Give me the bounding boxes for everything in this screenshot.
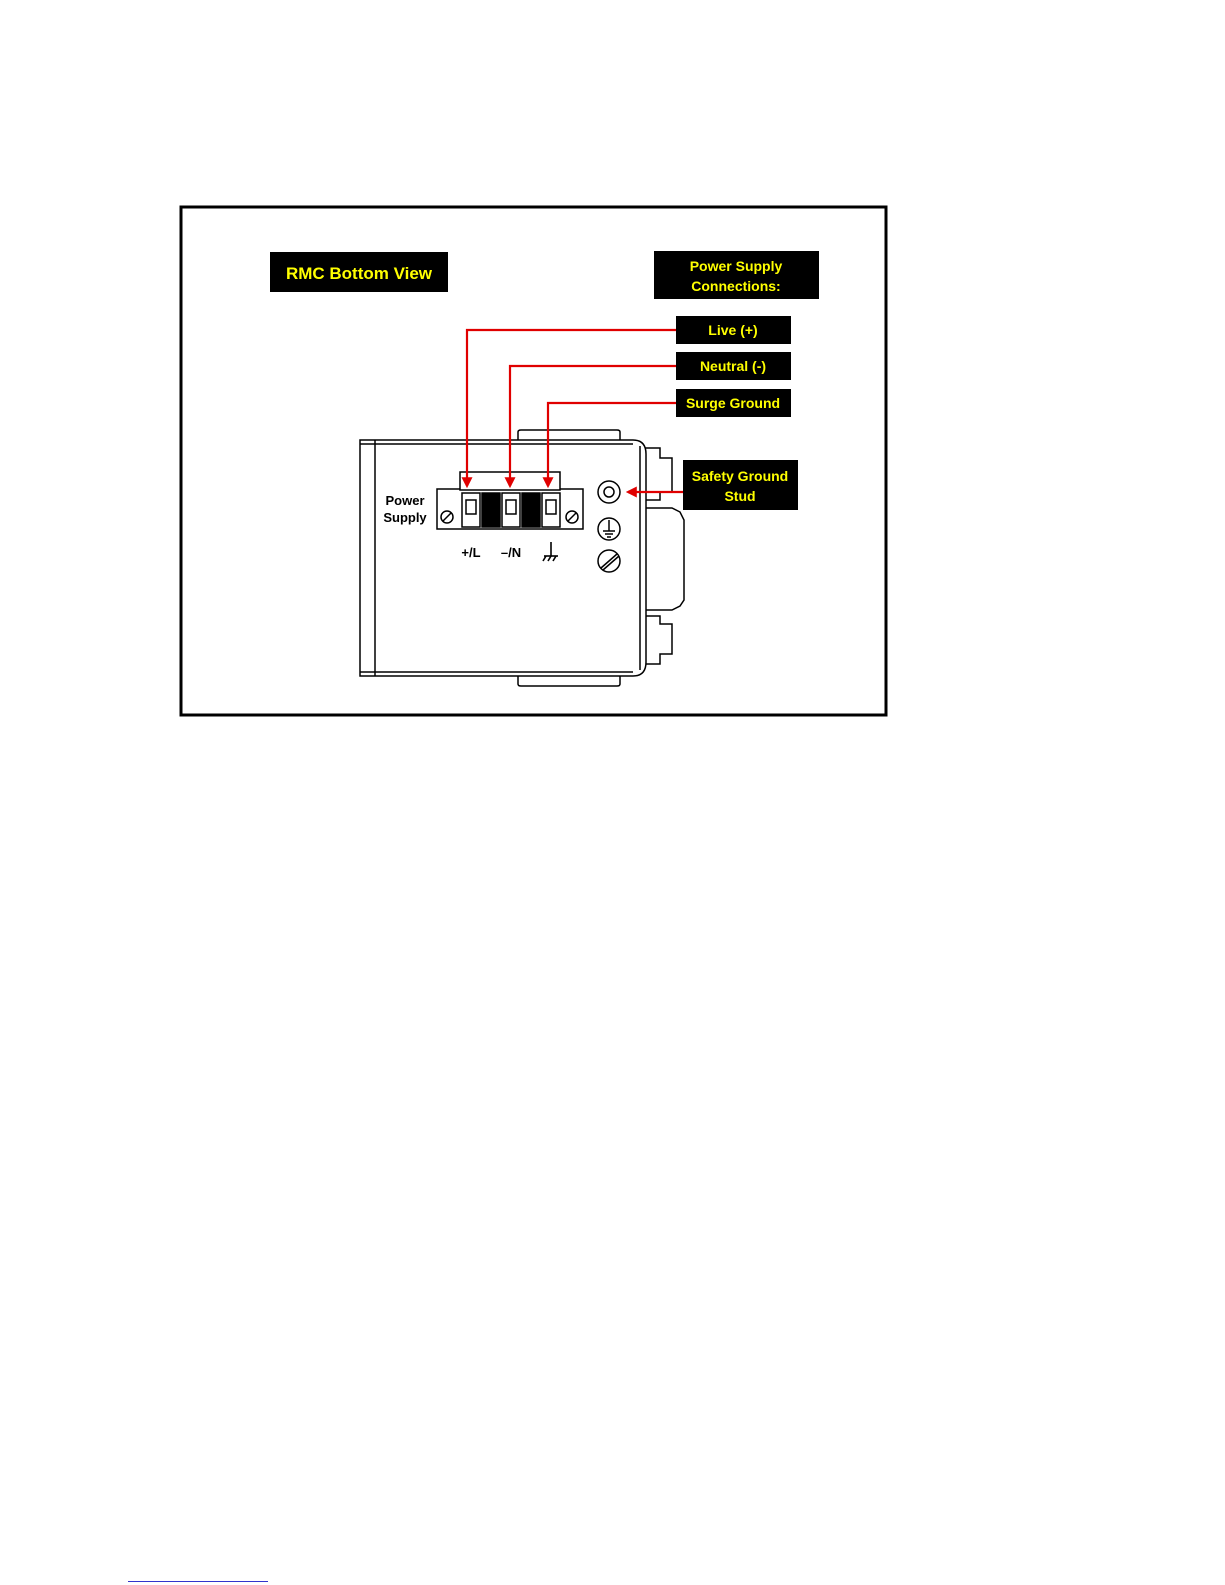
device-housing	[360, 430, 684, 686]
power-supply-label-line-2: Supply	[383, 510, 427, 525]
surge-ground-label-text: Surge Ground	[686, 395, 780, 411]
live-label: Live (+)	[676, 316, 791, 344]
screw-icon	[598, 550, 620, 572]
live-label-text: Live (+)	[708, 322, 757, 338]
safety-ground-label-line-1: Safety Ground	[692, 468, 788, 484]
connections-heading-label: Power Supply Connections:	[654, 251, 819, 299]
safety-ground-label-line-2: Stud	[724, 488, 755, 504]
safety-ground-label: Safety Ground Stud	[683, 460, 798, 510]
ground-stud-icon	[598, 481, 620, 503]
connections-heading-line-1: Power Supply	[690, 258, 783, 274]
neutral-label-text: Neutral (-)	[700, 358, 766, 374]
figure-title: RMC Bottom View	[286, 264, 433, 283]
terminal-label-live: +/L	[461, 545, 480, 560]
footer-rule	[128, 1581, 268, 1582]
power-supply-label-line-1: Power	[385, 493, 424, 508]
surge-ground-label: Surge Ground	[676, 389, 791, 417]
protective-earth-icon	[598, 518, 620, 540]
terminal-label-neutral: –/N	[501, 545, 521, 560]
neutral-label: Neutral (-)	[676, 352, 791, 380]
connections-heading-line-2: Connections:	[691, 278, 780, 294]
figure-title-label: RMC Bottom View	[270, 252, 448, 292]
